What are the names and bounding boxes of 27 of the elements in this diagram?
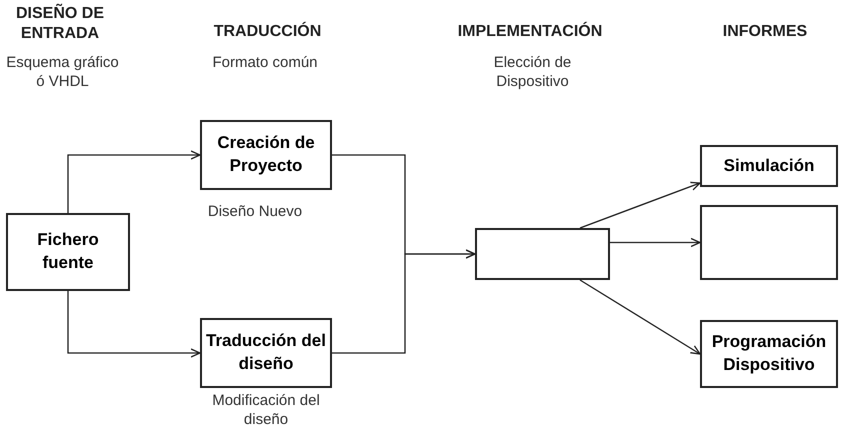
box-label: Simulación xyxy=(722,154,816,177)
process-box xyxy=(200,318,332,388)
process-box xyxy=(700,145,838,187)
process-box xyxy=(475,228,610,280)
box-label: Traducción del diseño xyxy=(205,330,327,375)
column-note: Formato común xyxy=(211,54,319,73)
process-box xyxy=(700,320,838,388)
process-box xyxy=(6,213,130,291)
process-box xyxy=(700,205,838,280)
column-heading: DISEÑO DE ENTRADA xyxy=(14,4,105,44)
arrow xyxy=(67,291,201,358)
box-caption: Diseño Nuevo xyxy=(206,203,304,222)
column-note: Elección de Dispositivo xyxy=(492,54,572,92)
column-heading: IMPLEMENTACIÓN xyxy=(456,22,604,42)
column-heading: INFORMES xyxy=(722,22,808,42)
box-label: Fichero fuente xyxy=(36,229,100,274)
arrow xyxy=(332,249,476,354)
arrow xyxy=(610,238,701,248)
arrow xyxy=(580,182,701,229)
arrow xyxy=(67,150,201,213)
arrow xyxy=(580,279,701,355)
box-caption: Modificación del diseño xyxy=(211,392,321,430)
column-note: Esquema gráfico ó VHDL xyxy=(5,54,120,92)
process-box xyxy=(200,120,332,190)
box-label: Programación Dispositivo xyxy=(710,331,828,376)
box-label: Creación de Proyecto xyxy=(216,132,316,177)
column-heading: TRADUCCIÓN xyxy=(212,22,322,42)
